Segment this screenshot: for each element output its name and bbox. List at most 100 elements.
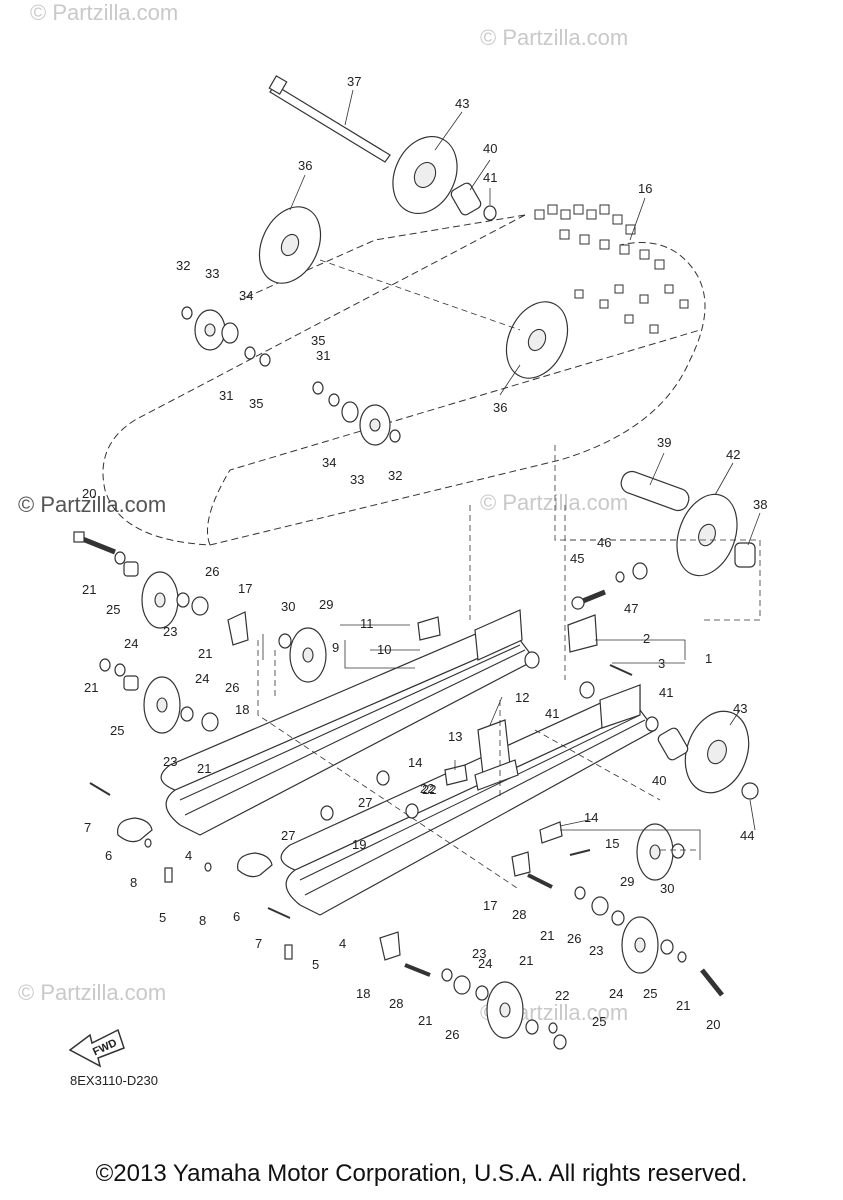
nut-22-c [553, 1034, 567, 1050]
watermark: © Partzilla.com [30, 0, 178, 25]
bushing-25 [123, 561, 139, 577]
wheel-24-bottom-left [486, 981, 524, 1039]
callout-number: 21 [540, 928, 554, 943]
callout-number: 25 [643, 986, 657, 1001]
callout-number: 25 [106, 602, 120, 617]
nut-27 [320, 805, 334, 821]
callout-number: 28 [389, 996, 403, 1011]
callout-number: 21 [82, 582, 96, 597]
callout-number: 26 [567, 931, 581, 946]
callout-number: 17 [483, 898, 497, 913]
callout-number: 25 [110, 723, 124, 738]
callout-number: 35 [311, 333, 325, 348]
nut-41-c [579, 681, 595, 699]
callout-number: 21 [198, 646, 212, 661]
callout-number: 21 [418, 1013, 432, 1028]
callout-number: 19 [352, 837, 366, 852]
rivet-7-b [267, 907, 291, 919]
bushing-25-b [123, 675, 139, 691]
bracket-17 [227, 611, 249, 646]
callout-number: 32 [176, 258, 190, 273]
callout-number: 41 [659, 685, 673, 700]
small-wheel-33-b [359, 404, 391, 446]
callout-number: 21 [197, 761, 211, 776]
bolt-5 [164, 867, 173, 883]
washer-21-d [548, 1022, 558, 1034]
washer-8 [144, 838, 152, 848]
callout-number: 42 [726, 447, 740, 462]
washer-26-b [201, 712, 219, 732]
leader-lines [262, 89, 761, 860]
washer-46 [615, 571, 625, 583]
wheel-29-right [636, 823, 674, 881]
wheel-29-left [289, 627, 327, 683]
callout-number: 26 [225, 680, 239, 695]
callout-number: 24 [609, 986, 623, 1001]
copyright-notice: ©2013 Yamaha Motor Corporation, U.S.A. A… [95, 1160, 748, 1187]
washer-31 [244, 346, 256, 360]
callout-number: 23 [472, 946, 486, 961]
collar-23 [176, 592, 190, 608]
washer-26-d [591, 896, 609, 916]
callout-number: 27 [358, 795, 372, 810]
callout-number: 33 [205, 266, 219, 281]
callout-number: 7 [255, 936, 262, 951]
washer-30-b [671, 843, 685, 859]
rail-plate-b [599, 684, 641, 729]
callout-number: 24 [124, 636, 138, 651]
collar-39 [620, 470, 690, 512]
nut-32-b [389, 429, 401, 443]
wheel-24-bottom-right [621, 916, 659, 974]
nut-44 [741, 782, 759, 800]
bushing-34-b [341, 401, 359, 423]
callout-number: 36 [298, 158, 312, 173]
idler-wheel-42 [676, 493, 738, 577]
callout-number: 35 [249, 396, 263, 411]
callout-number: 18 [356, 986, 370, 1001]
callout-number: 24 [195, 671, 209, 686]
bolt-20-right [700, 968, 724, 997]
callout-number: 4 [339, 936, 346, 951]
nut-27-b [405, 803, 419, 819]
idler-wheel-43-right [684, 710, 750, 794]
callout-number: 20 [706, 1017, 720, 1032]
nut-32 [181, 306, 193, 320]
rail-plate [474, 609, 523, 661]
plate-14-b [539, 821, 563, 844]
idler-wheel-36-mid [505, 301, 569, 379]
callout-number: 2 [643, 631, 650, 646]
callout-number: 25 [592, 1014, 606, 1029]
callout-number: 40 [652, 773, 666, 788]
collar-23-d [611, 910, 625, 926]
idler-wheel-43-top [392, 135, 458, 215]
callout-number: 13 [448, 729, 462, 744]
callout-number: 9 [332, 640, 339, 655]
stopper-13 [474, 759, 519, 791]
callout-number: 37 [347, 74, 361, 89]
slide-rail-left [160, 614, 536, 836]
wheel-24-lower [143, 676, 181, 734]
callout-number: 36 [493, 400, 507, 415]
diagram-code: 8EX3110-D230 [70, 1073, 158, 1088]
callout-number: 22 [422, 782, 436, 797]
callout-number: 22 [420, 781, 434, 796]
callout-number: 31 [219, 388, 233, 403]
nut-47 [632, 562, 648, 580]
watermark: © Partzilla.com [18, 492, 166, 517]
bolt-20-left [73, 531, 116, 555]
callout-number: 11 [360, 616, 374, 631]
callout-number: 14 [584, 810, 598, 825]
callout-number: 29 [620, 874, 634, 889]
bolt-45 [571, 589, 606, 610]
callout-number: 1 [705, 651, 712, 666]
callout-number: 5 [312, 957, 319, 972]
callout-number: 29 [319, 597, 333, 612]
forward-arrow-icon: FWD [68, 1028, 125, 1068]
callout-number: 21 [519, 953, 533, 968]
watermark: © Partzilla.com [480, 490, 628, 515]
washer-21 [114, 551, 126, 565]
washer-8-b [204, 862, 212, 872]
washer-30 [278, 633, 292, 649]
callout-number: 5 [159, 910, 166, 925]
